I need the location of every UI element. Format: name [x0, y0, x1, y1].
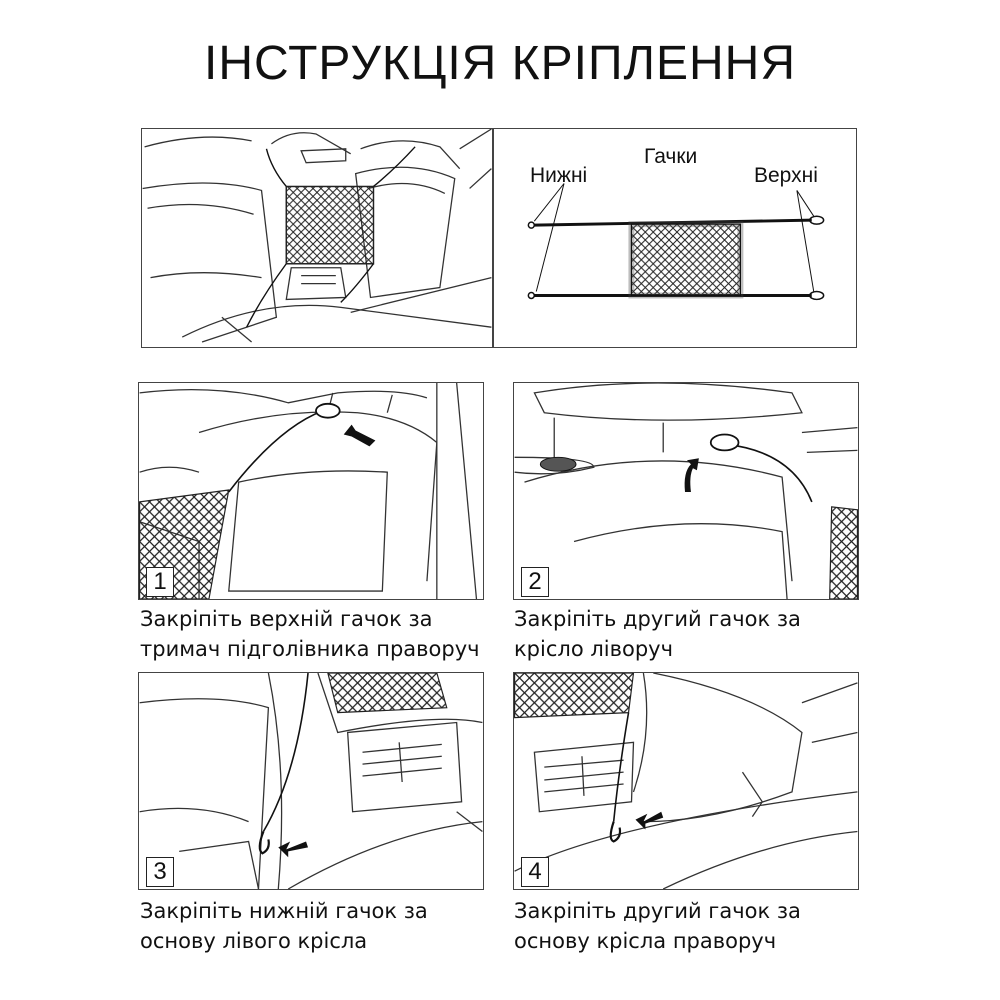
upper-strap [534, 218, 812, 227]
arrow-icon [684, 458, 699, 492]
second-hook-left-seat-drawing [514, 383, 858, 599]
step-2-caption-line-1: Закріпіть другий гачок за [514, 607, 801, 631]
step-3-illustration: 3 [138, 672, 484, 890]
upper-hooks-icon [809, 215, 825, 301]
step-4-caption-line-1: Закріпіть другий гачок за [514, 899, 801, 923]
lower-hook-left-seat-base-drawing [139, 673, 483, 889]
step-1-caption: Закріпіть верхній гачок за тримач підгол… [140, 604, 480, 664]
arrow-icon [278, 841, 309, 858]
step-1-illustration: 1 [138, 382, 484, 600]
arrow-icon [343, 424, 376, 447]
step-1-caption-line-2: тримач підголівника праворуч [140, 637, 480, 661]
page-title: ІНСТРУКЦІЯ КРІПЛЕННЯ [204, 37, 796, 90]
step-2-caption-line-2: крісло ліворуч [514, 637, 673, 661]
hooks-legend-panel: Гачки Нижні Верхні [493, 128, 857, 348]
step-4-caption-line-2: основу крісла праворуч [514, 929, 777, 953]
arrow-icon [635, 811, 664, 830]
second-hook-right-seat-base-drawing [514, 673, 858, 889]
upper-hook-right-headrest-drawing [139, 383, 478, 599]
step-3-caption-line-2: основу лівого крісла [140, 929, 368, 953]
step-1-number: 1 [146, 567, 174, 597]
hooks-label: Гачки [644, 145, 698, 168]
callout-lines [533, 183, 815, 292]
step-4-illustration: 4 [513, 672, 859, 890]
net-with-hooks-drawing [527, 183, 825, 301]
overview-illustration [141, 128, 493, 348]
step-2-number: 2 [521, 567, 549, 597]
car-seats-with-net-drawing [142, 129, 492, 343]
lower-hooks-icon [527, 221, 536, 300]
step-3-number: 3 [146, 857, 174, 887]
step-4-number: 4 [521, 857, 549, 887]
step-3-caption-line-1: Закріпіть нижній гачок за [140, 899, 428, 923]
step-4-caption: Закріпіть другий гачок за основу крісла … [514, 896, 801, 956]
step-2-caption: Закріпіть другий гачок за крісло ліворуч [514, 604, 801, 664]
upper-hooks-label: Верхні [754, 164, 818, 187]
step-3-caption: Закріпіть нижній гачок за основу лівого … [140, 896, 428, 956]
step-2-illustration: 2 [513, 382, 859, 600]
lower-hooks-label: Нижні [530, 164, 588, 187]
step-1-caption-line-1: Закріпіть верхній гачок за [140, 607, 433, 631]
